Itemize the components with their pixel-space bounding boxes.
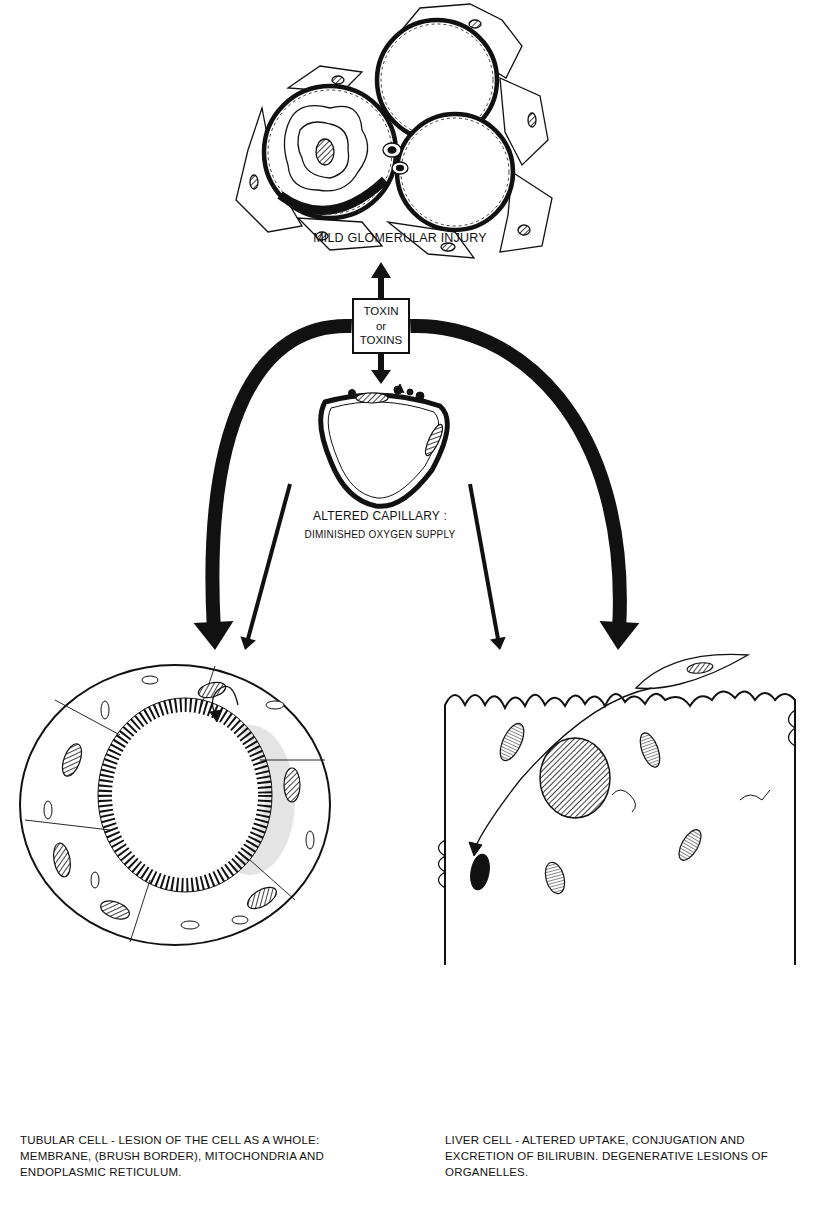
liver-cell-drawing-part bbox=[540, 738, 610, 818]
liver-cell-drawing bbox=[439, 654, 796, 965]
arrow-connector bbox=[194, 326, 352, 650]
tubular-cell-drawing-part bbox=[232, 916, 248, 924]
liver-cell-drawing-part bbox=[475, 688, 652, 848]
tubular-cell-drawing-part bbox=[306, 831, 314, 849]
figure-caption: TUBULAR CELL - LESION OF THE CELL AS A W… bbox=[20, 1132, 338, 1180]
tubular-cell-drawing-part bbox=[181, 921, 199, 929]
arrow-head bbox=[599, 621, 639, 650]
glomerulus-drawing-part bbox=[469, 20, 481, 28]
tubular-cell-drawing-part bbox=[113, 713, 257, 877]
tubular-cell-drawing-part bbox=[20, 665, 330, 945]
liver-cell-drawing-part bbox=[636, 654, 748, 688]
glomerulus-drawing-part bbox=[528, 113, 536, 127]
capillary-figure: ALTERED CAPILLARY : DIMINISHED OXYGEN SUP… bbox=[280, 384, 480, 552]
arrow-head bbox=[490, 637, 506, 650]
liver-cell-drawing-part bbox=[445, 691, 795, 965]
tubular-cell-drawing-part bbox=[244, 883, 280, 913]
glomerulus-drawing-part bbox=[316, 139, 334, 165]
arrow-connector bbox=[410, 326, 639, 650]
tubular-cell-figure: TUBULAR CELL - LESION OF THE CELL AS A W… bbox=[15, 650, 340, 1210]
liver-cell-drawing-part bbox=[469, 842, 482, 856]
figure-subcaption: DIMINISHED OXYGEN SUPPLY bbox=[280, 528, 480, 542]
capillary-drawing-part bbox=[328, 402, 439, 498]
liver-cell-drawing-part bbox=[740, 790, 770, 800]
tubular-cell-drawing-part bbox=[55, 700, 120, 735]
connector-line bbox=[212, 326, 351, 628]
tubular-cell-drawing-part bbox=[25, 820, 110, 830]
capillary-drawing-part bbox=[396, 384, 404, 393]
connector-line bbox=[378, 275, 384, 299]
tubular-cell-drawing-part bbox=[101, 701, 109, 719]
liver-cell-drawing-part bbox=[542, 860, 568, 896]
liver-cell-drawing-part bbox=[636, 730, 663, 769]
tubular-cell-drawing-part bbox=[142, 676, 158, 684]
capillary-drawing bbox=[321, 384, 448, 506]
connector-line bbox=[378, 354, 384, 373]
tubular-cell-drawing bbox=[20, 665, 330, 945]
tubular-cell-drawing-part bbox=[210, 710, 222, 722]
toxin-box: TOXIN or TOXINS bbox=[352, 298, 411, 353]
tubular-cell-drawing-part bbox=[284, 768, 300, 802]
tubular-cell-drawing-part bbox=[51, 842, 73, 878]
connector-line bbox=[470, 484, 498, 641]
capillary-drawing-part bbox=[349, 390, 356, 397]
capillary-drawing-part bbox=[356, 393, 388, 403]
glomerulus-drawing-part bbox=[388, 147, 396, 153]
tubular-cell-drawing-part bbox=[91, 872, 99, 888]
tubular-cell-drawing-part bbox=[197, 680, 228, 701]
capillary-drawing-part bbox=[407, 389, 413, 395]
glomerulus-drawing-part bbox=[397, 166, 404, 171]
tubular-cell-drawing-part bbox=[105, 705, 265, 885]
arrow-connector bbox=[240, 484, 290, 650]
liver-cell-figure: LIVER CELL - ALTERED UPTAKE, CONJUGATION… bbox=[440, 650, 802, 1210]
capillary-drawing-part bbox=[321, 395, 448, 506]
arrow-head bbox=[194, 621, 234, 650]
glomerulus-drawing-part bbox=[250, 175, 258, 189]
capillary-drawing-part bbox=[416, 392, 424, 400]
liver-cell-drawing-part bbox=[495, 720, 528, 764]
box-label: TOXIN or TOXINS bbox=[360, 304, 403, 347]
liver-cell-drawing-part bbox=[439, 840, 446, 888]
figure-caption: ALTERED CAPILLARY : bbox=[280, 508, 480, 525]
tubular-cell-drawing-part bbox=[98, 698, 272, 892]
liver-cell-drawing-part bbox=[675, 826, 706, 863]
glomerulus-drawing-part bbox=[401, 118, 509, 226]
tubular-cell-drawing-part bbox=[98, 897, 132, 922]
arrow-head bbox=[371, 262, 391, 278]
arrow-connector bbox=[371, 262, 391, 298]
connector-line bbox=[248, 484, 290, 641]
liver-cell-drawing-part bbox=[789, 710, 796, 746]
tubular-cell-drawing-part bbox=[130, 880, 150, 942]
glomerulus-drawing bbox=[236, 4, 552, 258]
tubular-cell-drawing-part bbox=[44, 801, 52, 819]
glomerulus-figure: MILD GLOMERULAR INJURY bbox=[200, 0, 600, 262]
glomerulus-drawing-part bbox=[392, 162, 408, 174]
figure-caption: LIVER CELL - ALTERED UPTAKE, CONJUGATION… bbox=[445, 1132, 797, 1180]
glomerulus-drawing-part bbox=[383, 143, 401, 157]
figure-caption: MILD GLOMERULAR INJURY bbox=[200, 230, 600, 248]
connector-line bbox=[410, 326, 620, 628]
liver-cell-drawing-part bbox=[468, 853, 492, 892]
tubular-cell-drawing-part bbox=[266, 701, 284, 709]
glomerulus-drawing-part bbox=[518, 225, 530, 235]
glomerulus-drawing-part bbox=[284, 106, 367, 191]
glomerulus-drawing-part bbox=[298, 122, 349, 178]
liver-cell-drawing-part bbox=[612, 790, 636, 812]
tubular-cell-drawing-part bbox=[59, 741, 86, 778]
tubular-cell-drawing-part bbox=[260, 760, 325, 761]
arrow-connector bbox=[371, 354, 391, 384]
capillary-drawing-part bbox=[422, 422, 445, 457]
liver-cell-drawing-part bbox=[686, 661, 713, 675]
glomerulus-drawing-part bbox=[397, 114, 513, 230]
glomerulus-drawing-part bbox=[264, 86, 396, 218]
arrow-head bbox=[240, 636, 255, 650]
glomerulus-drawing-part bbox=[332, 76, 344, 84]
arrow-connector bbox=[470, 484, 506, 650]
glomerulus-drawing-part bbox=[268, 90, 392, 214]
arrow-head bbox=[371, 370, 391, 384]
